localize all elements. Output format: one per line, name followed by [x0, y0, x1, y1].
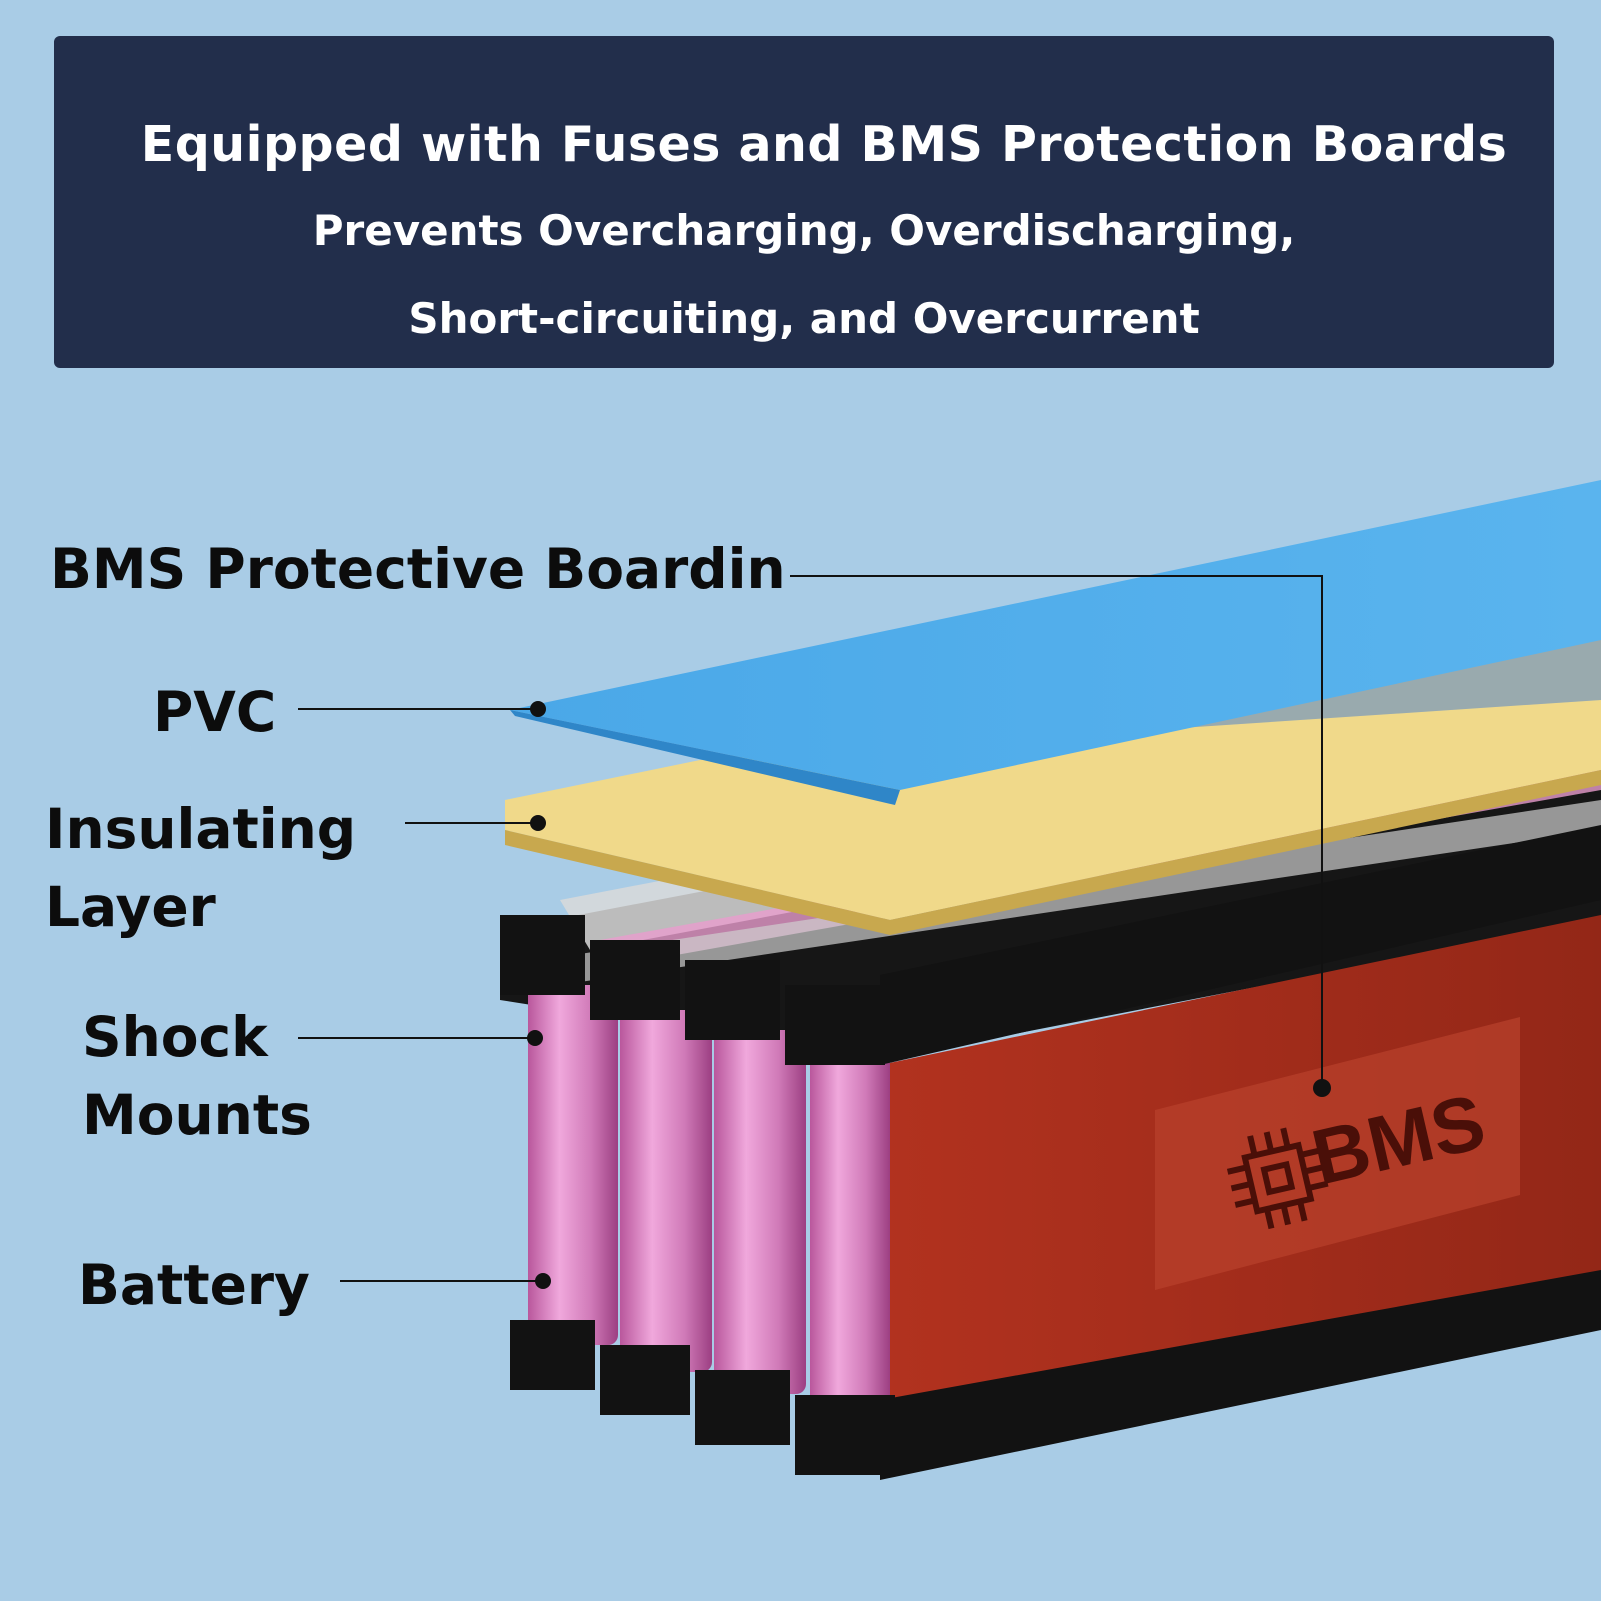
- leader-lines: [298, 575, 1323, 1282]
- bms-chip-icon: [1226, 1127, 1329, 1230]
- pvc-layer: [510, 480, 1601, 805]
- battery-cell: [620, 1010, 712, 1372]
- bms-board: [880, 915, 1601, 1410]
- label-pvc: PVC: [153, 680, 277, 744]
- label-insulating-line-1: Insulating: [45, 797, 357, 861]
- shock-mounts-bottom: [510, 1270, 1601, 1480]
- banner-title: Equipped with Fuses and BMS Protection B…: [140, 116, 1508, 173]
- leader-dots: [527, 701, 1331, 1289]
- battery-cell: [528, 985, 618, 1345]
- battery-cell: [810, 1055, 890, 1425]
- label-insulating-line-2: Layer: [45, 875, 216, 939]
- battery-cell: [714, 1030, 806, 1394]
- battery-cells: [528, 985, 890, 1425]
- label-battery: Battery: [78, 1253, 310, 1317]
- header-banner: Equipped with Fuses and BMS Protection B…: [54, 36, 1554, 368]
- banner-subtitle-line-2: Short-circuiting, and Overcurrent: [408, 294, 1200, 343]
- label-shock-line-1: Shock: [82, 1005, 268, 1069]
- shock-mounts-top: [500, 825, 1601, 1065]
- label-shock-mounts: Shock Mounts: [82, 998, 312, 1154]
- label-shock-line-2: Mounts: [82, 1083, 312, 1147]
- label-bms-board: BMS Protective Boardin: [50, 537, 786, 601]
- label-insulating-layer: Insulating Layer: [45, 790, 356, 946]
- banner-subtitle-line-1: Prevents Overcharging, Overdischarging,: [312, 206, 1296, 255]
